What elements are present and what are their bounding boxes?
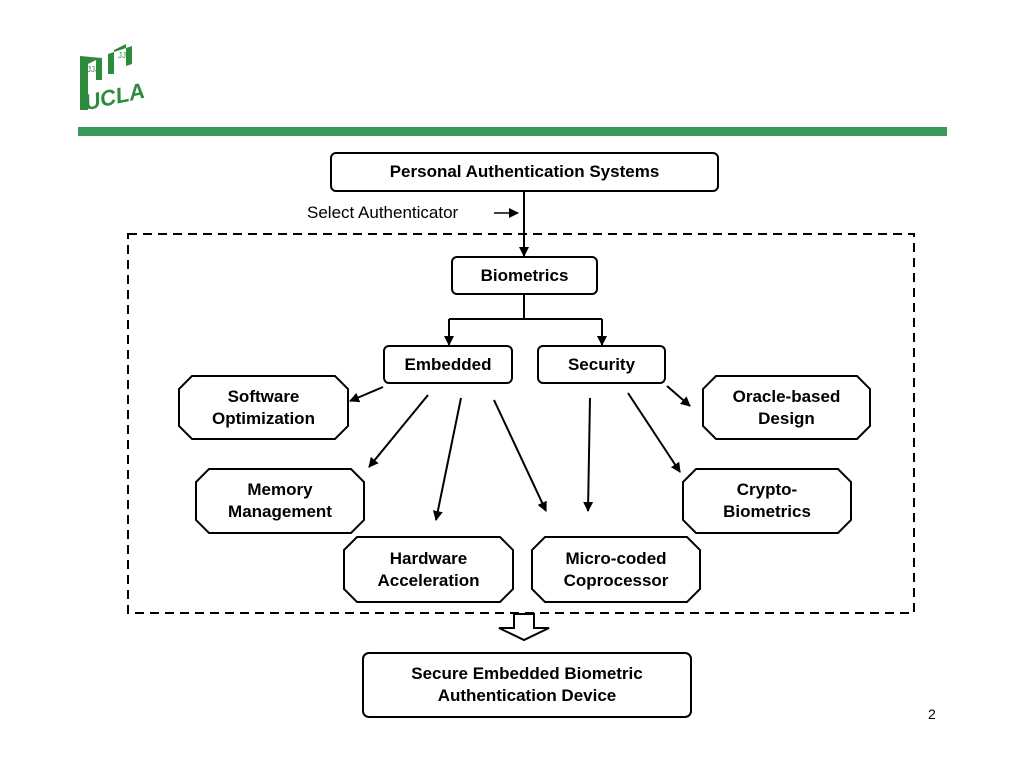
microcoded-coprocessor-label: Micro-coded Coprocessor (563, 548, 669, 590)
arrow-to-crypto-biometrics (627, 392, 681, 473)
hardware-acceleration-node (343, 536, 514, 603)
arrow-to-microcoded-coprocessor-from-embedded (493, 399, 547, 512)
header-rule (78, 127, 947, 136)
hardware-acceleration-label: Hardware Acceleration (377, 548, 480, 590)
svg-text:JJ: JJ (118, 51, 126, 60)
security-box (537, 345, 666, 384)
embedded-box (383, 345, 513, 384)
svg-text:JJJ: JJJ (87, 65, 99, 74)
arrow-to-oracle-based-design (666, 385, 691, 407)
biometrics-label: Biometrics (480, 265, 569, 285)
arrow-to-hardware-acceleration (432, 397, 462, 521)
memory-management-node (195, 468, 365, 534)
page-number: 2 (928, 706, 936, 722)
result-box (362, 652, 692, 718)
arrow-to-memory-management (368, 394, 429, 468)
ucla-logo-mark: JJJ JJ (80, 44, 132, 110)
dashed-boundary (127, 233, 915, 614)
embedded-label: Embedded (404, 354, 492, 374)
oracle-based-design-node (702, 375, 871, 440)
ucla-logo: JJJ JJ UCLA (74, 40, 147, 125)
result-label: Secure Embedded Biometric Authentication… (411, 664, 643, 705)
arrow-to-software-optimization (349, 386, 384, 403)
security-label: Security (567, 354, 636, 374)
software-optimization-label: Software Optimization (212, 386, 315, 428)
software-optimization-node (178, 375, 349, 440)
memory-management-label: Memory Management (228, 480, 332, 521)
personal-auth-systems-label: Personal Authentication Systems (389, 162, 660, 181)
select-authenticator-label: Select Authenticator (307, 203, 459, 222)
oracle-based-design-label: Oracle-based Design (732, 386, 841, 428)
microcoded-coprocessor-node (531, 536, 701, 603)
crypto-biometrics-label: Crypto- Biometrics (723, 480, 811, 521)
result-hollow-arrow (498, 613, 550, 642)
arrow-to-microcoded-coprocessor-from-security (583, 397, 594, 512)
crypto-biometrics-node (682, 468, 852, 534)
